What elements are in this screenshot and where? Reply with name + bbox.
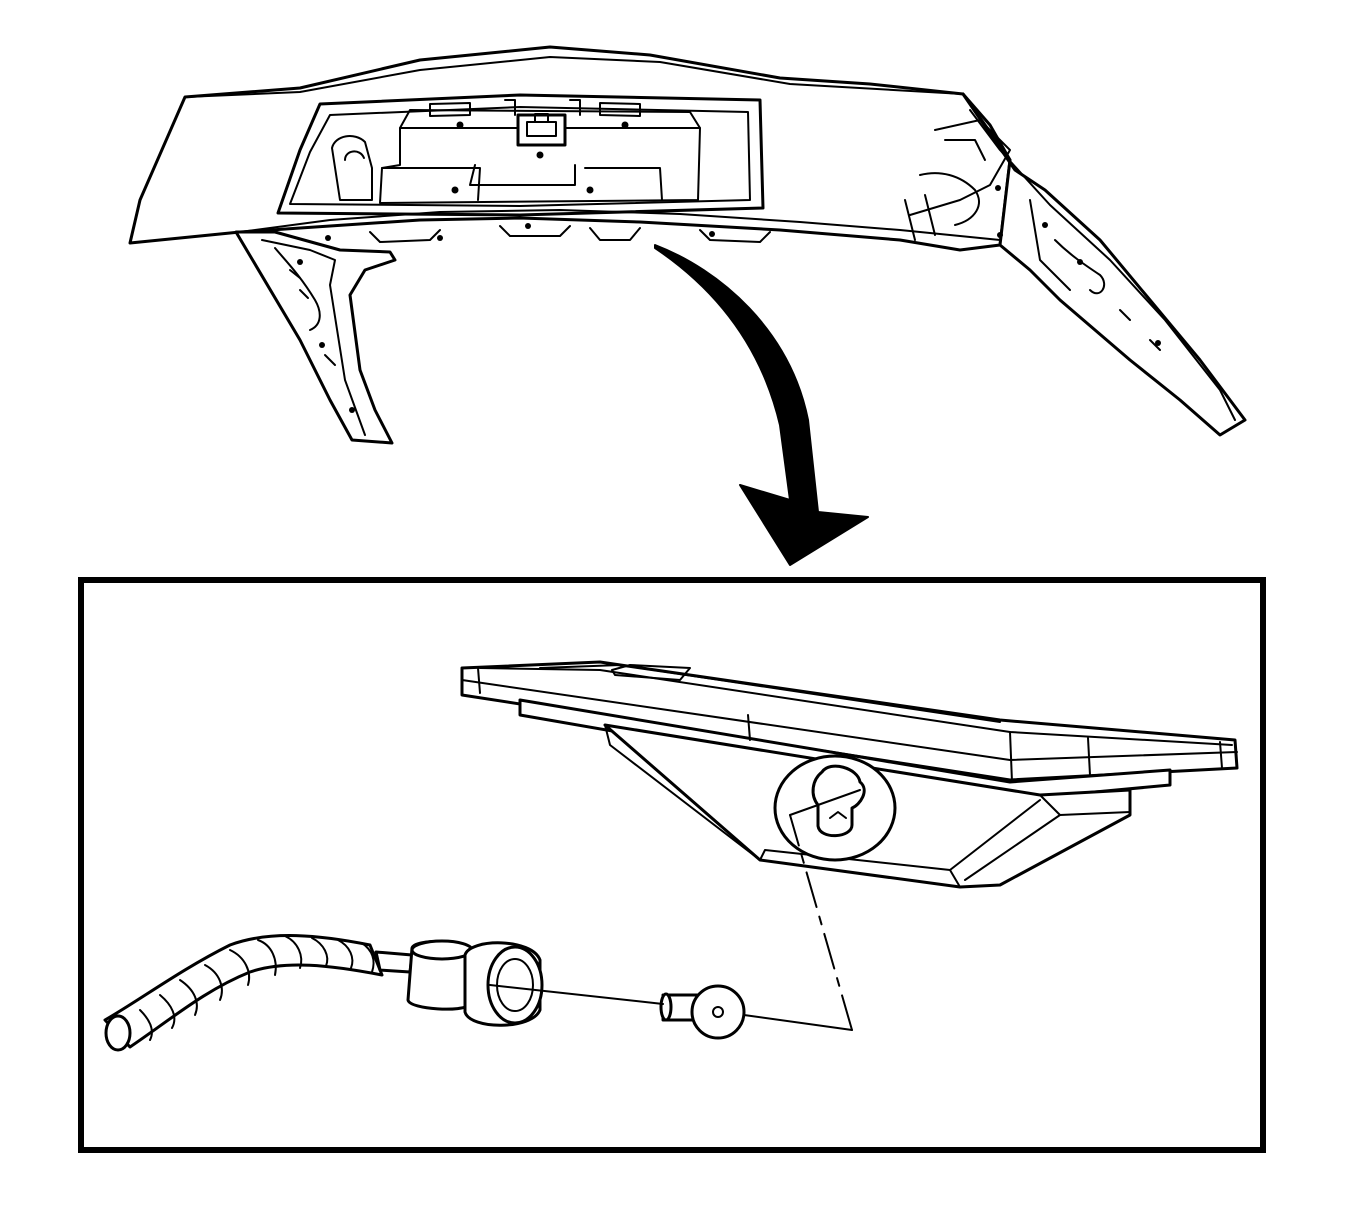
detail-frame — [78, 577, 1266, 1153]
pointer-arrow-icon — [654, 244, 869, 566]
rear-compartment-lid — [128, 45, 1247, 445]
exploded-view-leader — [489, 789, 861, 1031]
bulb — [659, 984, 746, 1040]
license-lamp-housing — [460, 660, 1239, 889]
wiring-harness — [103, 934, 414, 1052]
lamp-socket — [406, 939, 544, 1027]
